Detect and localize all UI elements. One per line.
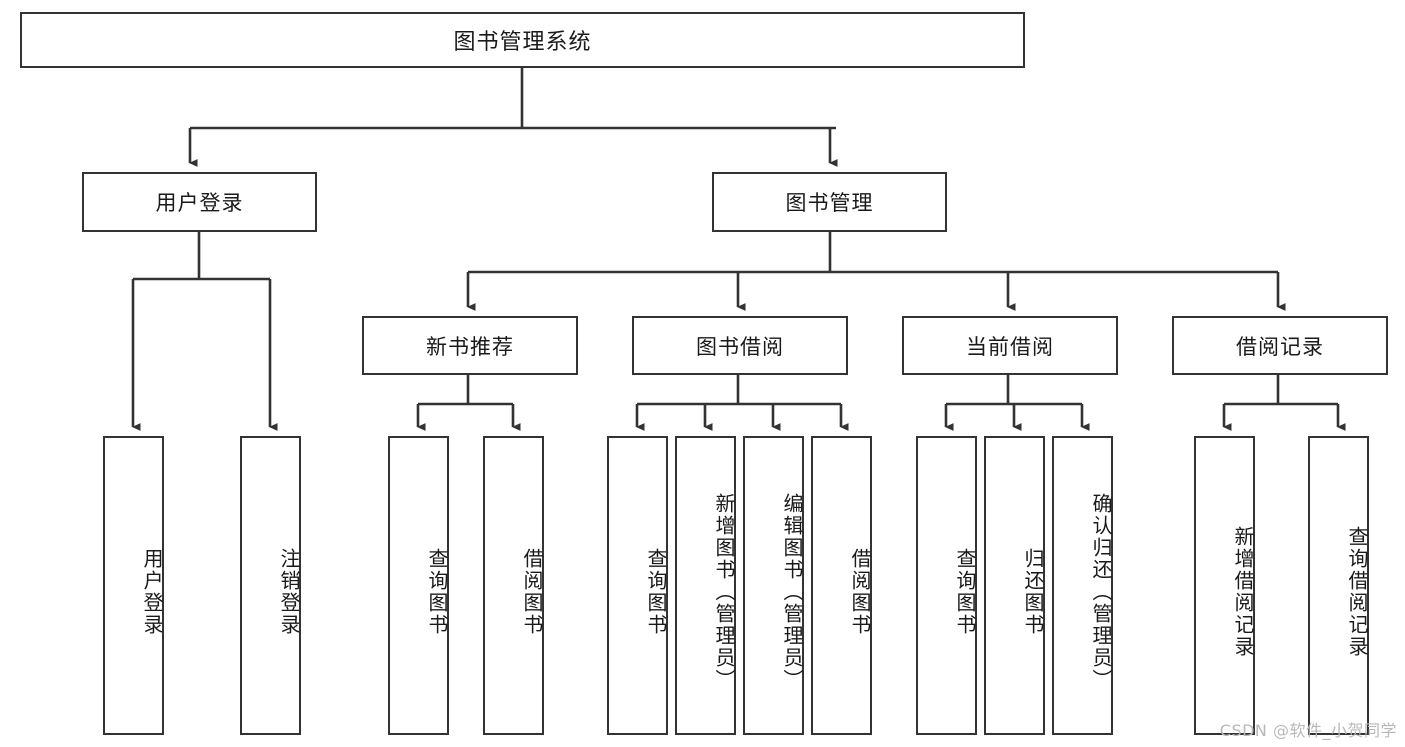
leaf-user-login-signin[interactable]: 用户登录 xyxy=(103,436,164,735)
leaf-user-login-signout[interactable]: 注销登录 xyxy=(240,436,301,735)
node-user-login[interactable]: 用户登录 xyxy=(82,172,317,232)
leaf-label: 查询图书 xyxy=(644,547,668,636)
leaf-borrow-query-book[interactable]: 查询图书 xyxy=(607,436,668,735)
leaf-new-book-query[interactable]: 查询图书 xyxy=(388,436,449,735)
csdn-watermark: CSDN @软件_小贺同学 xyxy=(1219,721,1397,740)
leaf-label: 注销登录 xyxy=(277,547,301,636)
leaf-borrow-edit-book-admin[interactable]: 编辑图书（管理员） xyxy=(743,436,804,735)
leaf-label: 查询借阅记录 xyxy=(1345,525,1369,658)
leaf-label: 借阅图书 xyxy=(520,547,544,636)
leaf-new-book-borrow[interactable]: 借阅图书 xyxy=(483,436,544,735)
leaf-label: 确认归还（管理员） xyxy=(1089,492,1113,691)
leaf-current-confirm-return-admin[interactable]: 确认归还（管理员） xyxy=(1052,436,1113,735)
leaf-borrow-borrow-book[interactable]: 借阅图书 xyxy=(811,436,872,735)
node-new-book-recommend[interactable]: 新书推荐 xyxy=(362,316,578,375)
leaf-label: 用户登录 xyxy=(140,547,164,636)
leaf-label: 查询图书 xyxy=(425,547,449,636)
leaf-record-add-record[interactable]: 新增借阅记录 xyxy=(1194,436,1255,735)
leaf-label: 归还图书 xyxy=(1021,547,1045,636)
leaf-label: 查询图书 xyxy=(953,547,977,636)
node-borrow-record[interactable]: 借阅记录 xyxy=(1172,316,1388,375)
leaf-label: 新增图书（管理员） xyxy=(712,492,736,691)
node-root-book-management-system[interactable]: 图书管理系统 xyxy=(20,12,1025,68)
leaf-label: 编辑图书（管理员） xyxy=(780,492,804,691)
leaf-current-return-book[interactable]: 归还图书 xyxy=(984,436,1045,735)
leaf-record-query-record[interactable]: 查询借阅记录 xyxy=(1308,436,1369,735)
leaf-label: 借阅图书 xyxy=(848,547,872,636)
leaf-borrow-add-book-admin[interactable]: 新增图书（管理员） xyxy=(675,436,736,735)
node-book-borrow[interactable]: 图书借阅 xyxy=(632,316,848,375)
node-book-management[interactable]: 图书管理 xyxy=(712,172,947,232)
node-current-borrow[interactable]: 当前借阅 xyxy=(902,316,1118,375)
leaf-current-query-book[interactable]: 查询图书 xyxy=(916,436,977,735)
leaf-label: 新增借阅记录 xyxy=(1231,525,1255,658)
